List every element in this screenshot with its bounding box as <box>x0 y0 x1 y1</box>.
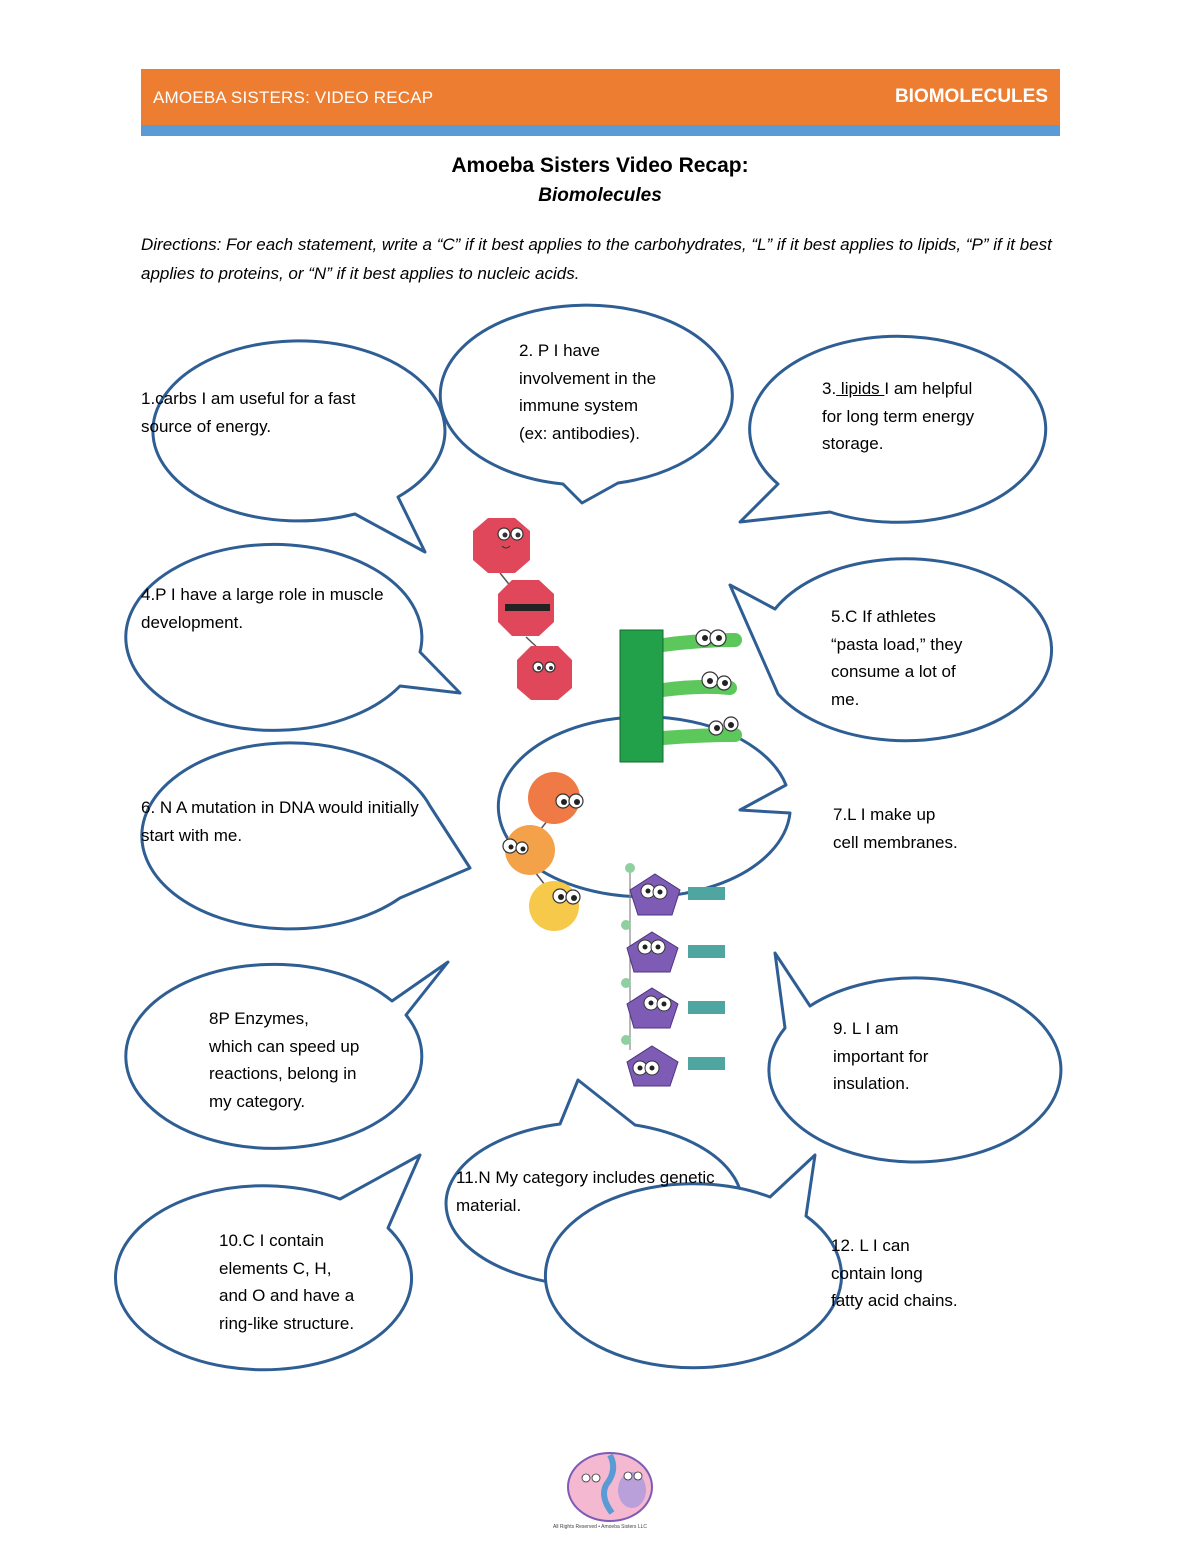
page-title: Amoeba Sisters Video Recap: <box>451 154 749 177</box>
bubble-8-line1: 8P Enzymes, <box>209 1009 309 1028</box>
header-bar <box>141 69 1060 125</box>
bubble-10-line1: 10.C I contain <box>219 1231 324 1250</box>
bubble-10-line4: ring-like structure. <box>219 1313 355 1333</box>
bubble-5-text: 5.C If athletes “pasta load,” they consu… <box>831 603 1021 713</box>
bubble-2-line3: immune system <box>519 396 639 415</box>
bubble-8-line3: reactions, belong in <box>209 1064 357 1083</box>
bubble-12-line3: fatty acid chains. <box>831 1291 958 1310</box>
bubble-7-text: 7.L I make up cell membranes. <box>833 801 1013 856</box>
bubble-2-line1: 2. P I have <box>519 341 600 360</box>
bubble-3-line2: for long term energy <box>822 406 975 426</box>
bubble-9-text: 9. L I am important for insulation. <box>833 1015 1013 1098</box>
speech-bubble-4 <box>124 542 462 732</box>
bubble-5-line3: consume a lot of <box>831 662 956 681</box>
bubble-3-text: 3. lipids I am helpful for long term ene… <box>822 375 1022 458</box>
header-right-text: BIOMOLECULES <box>894 86 1048 107</box>
bubble-3-line1-rest: I am helpful <box>884 379 973 398</box>
bubble-4-text: 4.P I have a large role in muscle develo… <box>141 581 421 636</box>
bubble-4-line1: 4.P I have a large role in muscle <box>141 585 384 604</box>
bubble-2-line2: involvement in the <box>519 368 657 388</box>
bubble-7-line2: cell membranes. <box>833 832 958 852</box>
header-stripe <box>141 125 1060 136</box>
bubble-6-line2: start with me. <box>141 825 243 845</box>
header-left-text: AMOEBA SISTERS: VIDEO RECAP <box>153 88 434 107</box>
bubble-12-line2: contain long <box>831 1263 923 1283</box>
bubble-1-text: 1.carbs I am useful for a fast source of… <box>141 385 401 440</box>
bubble-7-line1: 7.L I make up <box>833 805 936 824</box>
protein-chain-icon <box>473 518 572 700</box>
bubble-9-line3: insulation. <box>833 1074 910 1093</box>
bubble-10-text: 10.C I contain elements C, H, and O and … <box>219 1227 409 1337</box>
speech-bubble-9 <box>767 951 1063 1164</box>
bubble-12-text: 12. L I can contain long fatty acid chai… <box>831 1232 1011 1315</box>
speech-bubble-1 <box>151 339 447 554</box>
bubble-5-line4: me. <box>831 689 860 709</box>
bubble-3-number: 3. <box>822 379 837 398</box>
bubble-9-line2: important for <box>833 1046 929 1066</box>
bubble-8-line4: my category. <box>209 1091 306 1111</box>
speech-bubble-2 <box>438 303 734 505</box>
speech-bubble-8 <box>124 960 450 1150</box>
speech-bubble-6 <box>140 741 472 931</box>
bubble-11-text: 11.N My category includes genetic materi… <box>456 1164 756 1219</box>
bubble-1-line1: 1.carbs I am useful for a fast <box>141 389 356 408</box>
bubble-11-line1: 11.N My category includes genetic <box>456 1168 715 1187</box>
bubble-5-line2: “pasta load,” they <box>831 634 963 654</box>
speech-bubble-5 <box>728 557 1054 743</box>
bubble-2-text: 2. P I have involvement in the immune sy… <box>519 337 719 447</box>
bubble-6-line1: 6. N A mutation in DNA would initially <box>141 798 419 817</box>
footer-copyright: All Rights Reserved • Amoeba Sisters LLC <box>552 1524 647 1530</box>
carbohydrate-chain-icon <box>502 772 584 931</box>
bubble-10-line2: elements C, H, <box>219 1258 332 1278</box>
nucleic-acid-strand-icon <box>621 863 725 1087</box>
bubble-12-line1: 12. L I can <box>831 1236 910 1255</box>
amoeba-sisters-logo-icon <box>567 1452 653 1522</box>
bubble-9-line1: 9. L I am <box>833 1019 899 1038</box>
bubble-4-line2: development. <box>141 612 244 632</box>
bubble-8-line2: which can speed up <box>209 1036 360 1056</box>
page-subtitle: Biomolecules <box>538 185 662 206</box>
speech-bubble-3 <box>738 334 1048 524</box>
bubble-3-answer: lipids <box>836 379 885 398</box>
bubble-11-line2: material. <box>456 1195 522 1215</box>
bubble-3-line1: 3. lipids I am helpful <box>822 375 1022 403</box>
bubble-3-line3: storage. <box>822 434 884 453</box>
bubble-10-line3: and O and have a <box>219 1286 355 1305</box>
speech-bubble-12 <box>543 1153 843 1370</box>
lipid-molecule-icon <box>619 629 742 763</box>
speech-bubble-10 <box>114 1153 422 1372</box>
bubble-8-text: 8P Enzymes, which can speed up reactions… <box>209 1005 409 1115</box>
bubble-1-line2: source of energy. <box>141 416 272 436</box>
directions: Directions: For each statement, write a … <box>141 235 1052 283</box>
bubble-2-line4: (ex: antibodies). <box>519 423 640 443</box>
bubble-5-line1: 5.C If athletes <box>831 607 936 626</box>
bubble-6-text: 6. N A mutation in DNA would initially s… <box>141 794 471 849</box>
